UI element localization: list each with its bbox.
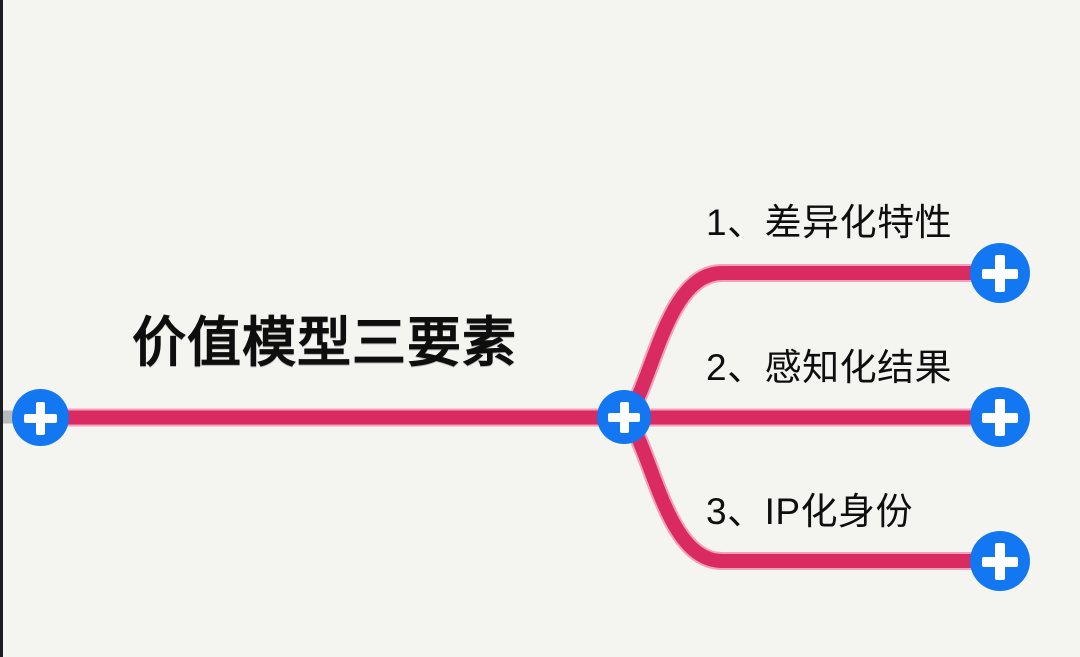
root-plus-icon[interactable] (12, 389, 69, 446)
plus-icon-bar-vertical (995, 543, 1005, 580)
branch-label-2: 2、感知化结果 (706, 347, 953, 388)
branch-plus-icon-1[interactable] (970, 243, 1030, 303)
root-topic-label: 价值模型三要素 (132, 313, 517, 373)
frame-left-edge (0, 0, 3, 657)
plus-icon-bar-vertical (36, 401, 45, 435)
branch-line-3 (617, 408, 1007, 568)
plus-icon-bar-vertical (995, 255, 1005, 292)
branch-plus-icon-2[interactable] (970, 387, 1030, 447)
hub-plus-icon[interactable] (597, 390, 651, 444)
branch-label-3: 3、IP化身份 (706, 491, 914, 532)
branch-label-1: 1、差异化特性 (706, 202, 953, 243)
plus-icon-bar-vertical (995, 399, 1005, 436)
plus-icon-bar-vertical (619, 401, 629, 433)
branch-plus-icon-3[interactable] (970, 531, 1030, 591)
